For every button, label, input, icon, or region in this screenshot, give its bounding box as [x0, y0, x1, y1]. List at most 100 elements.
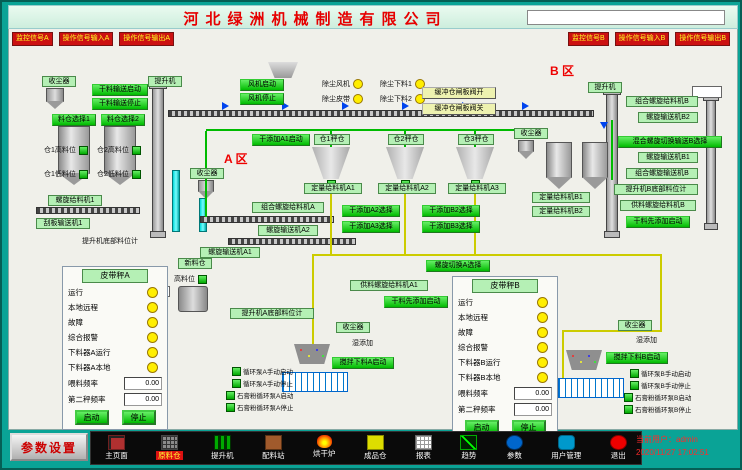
signal-right-2[interactable]: 操作信号输入B [614, 32, 670, 46]
screw-feeder-1-label: 螺旋给料机1 [48, 195, 102, 206]
toolbar-item-users[interactable]: 用户管理 [551, 435, 581, 460]
dust-discharge-1-indicator-label: 除尘下料1 [380, 81, 412, 88]
circ-pump-a-manual-start-button[interactable]: 循环泵A手动启动 [232, 366, 293, 376]
fan-start-button[interactable]: 风机启动 [240, 79, 284, 91]
feeder-a2-label: 定量给料机A2 [378, 183, 436, 194]
value-label: 第二秤频率 [68, 394, 106, 404]
silo2-high-level: 仓2高料位 [97, 145, 143, 155]
wet-add-a-label: 湿添加 [352, 340, 373, 347]
mix-screw-switch-b-select-button[interactable]: 混合螺旋切换输送B选择 [618, 136, 722, 148]
gypsum-pump-a-start-button[interactable]: 石膏粉循环泵A启动 [226, 390, 293, 400]
signal-left-1[interactable]: 监控信号A [12, 32, 53, 46]
mixer-b-discharge-start-button[interactable]: 搅拌下料B启动 [606, 352, 668, 364]
toolbar-item-dryer[interactable]: 烘干炉 [313, 435, 336, 458]
status-lamp [537, 312, 548, 323]
toolbar-item-exit[interactable]: 退出 [609, 435, 627, 460]
footer-info: 当前用户：admin 2020/11/27 17:02:51 [636, 433, 736, 459]
status-lamp [537, 372, 548, 383]
screw-switch-a-select-button[interactable]: 螺旋切换A选择 [426, 260, 490, 272]
toolbar-item-product[interactable]: 成品仓 [363, 435, 387, 460]
signal-left-3[interactable]: 操作信号输出A [119, 32, 175, 46]
buffer-gate-open-button[interactable]: 缓冲仓闸板阀开 [422, 87, 496, 99]
gypsum-pump-b-start-button[interactable]: 石膏粉循环泵B启动 [624, 392, 691, 402]
status-row: 下料器A本地 [68, 360, 162, 375]
gypsum-pump-b-stop-button[interactable]: 石膏粉循环泵B停止 [624, 404, 691, 414]
scraper-conveyor-1-label: 刮板输送机1 [36, 218, 90, 229]
new-silo-high-level: 高料位 [174, 274, 210, 284]
dryer-icon [316, 435, 332, 448]
status-label: 故障 [68, 318, 83, 327]
dry-pre-add-start-a-button[interactable]: 干料先添加启动 [384, 296, 448, 308]
status-square [624, 404, 633, 414]
current-user: admin [676, 435, 698, 444]
dust-collector-wet-a-label: 收尘器 [336, 322, 370, 333]
dry-feed-start-button[interactable]: 干料输送启动 [92, 84, 148, 96]
status-label: 综合报警 [458, 343, 488, 352]
screw-conveyor-b2-label: 螺旋输送机B2 [638, 112, 698, 123]
status-row: 运行 [458, 295, 552, 310]
status-row: 下料器B本地 [458, 370, 552, 385]
dry-feed-stop-button[interactable]: 干料输送停止 [92, 98, 148, 110]
settings-button[interactable]: 参数设置 [10, 433, 88, 461]
elevator-a [149, 81, 167, 238]
dry-pre-add-start-b-button[interactable]: 干料先添加启动 [626, 216, 690, 228]
page-title: 河北绿洲机械制造有限公司 [183, 11, 448, 28]
status-square [226, 402, 235, 412]
params-icon [505, 435, 523, 450]
silo1-high-level: 仓1高料位 [44, 145, 90, 155]
signal-left-2[interactable]: 操作信号输入A [58, 32, 114, 46]
scraper-conveyor-1 [36, 207, 140, 214]
main-conveyor [168, 110, 594, 117]
toolbar-item-params[interactable]: 参数 [505, 435, 523, 460]
buffer-gate-close-button[interactable]: 缓冲仓闸板阀关 [422, 103, 496, 115]
status-label: 运行 [68, 288, 83, 297]
silo-b1-cone [546, 177, 572, 189]
status-label: 本地远程 [458, 313, 488, 322]
trend-icon [460, 435, 478, 450]
toolbar-item-report[interactable]: 报表 [414, 435, 432, 460]
status-label: 综合报警 [68, 333, 98, 342]
signal-right-3[interactable]: 操作信号输出B [675, 32, 730, 46]
gypsum-pump-b-start-button-label: 石膏粉循环泵B启动 [635, 395, 692, 402]
mixer-a-discharge-start-button[interactable]: 搅拌下料A启动 [332, 357, 394, 369]
circ-pump-b-manual-start-button[interactable]: 循环泵B手动启动 [630, 368, 691, 378]
toolbar-item-plant[interactable]: 原料仓 [156, 435, 183, 460]
dry-add-b2-select-button[interactable]: 干添加B2选择 [422, 205, 480, 217]
dry-add-a1-start-button[interactable]: 干添加A1启动 [252, 134, 310, 146]
silo-select-2-button[interactable]: 料仓选择2 [101, 114, 145, 126]
status-lamp [147, 332, 158, 343]
elevator-b-boot [604, 231, 620, 238]
belt-scale-a-stop-button[interactable]: 停止 [121, 410, 156, 425]
signal-right-1[interactable]: 监控信号B [567, 32, 609, 46]
mixer-b [566, 350, 602, 370]
circ-pump-a-manual-stop-button[interactable]: 循环泵A手动停止 [232, 378, 293, 388]
signal-buttons-left: 监控信号A 操作信号输入A 操作信号输出A [12, 32, 175, 46]
dry-add-a2-select-button[interactable]: 干添加A2选择 [342, 205, 400, 217]
circ-pump-b-manual-stop-button[interactable]: 循环泵B手动停止 [630, 380, 691, 390]
status-lamp [147, 362, 158, 373]
dry-add-b3-select-button[interactable]: 干添加B3选择 [422, 221, 480, 233]
indicator-lamp [353, 94, 363, 104]
toolbar-item-label: 成品仓 [363, 451, 387, 460]
toolbar-item-trend[interactable]: 趋势 [460, 435, 478, 460]
dry-add-a3-select-button[interactable]: 干添加A3选择 [342, 221, 400, 233]
status-lamp [147, 317, 158, 328]
toolbar-item-batch[interactable]: 配料站 [262, 435, 285, 460]
elevator-c-boot [704, 223, 718, 230]
belt-scale-a-start-button[interactable]: 启动 [74, 410, 109, 425]
gypsum-pump-a-stop-button[interactable]: 石膏粉循环泵A停止 [226, 402, 293, 412]
fan-stop-button[interactable]: 风机停止 [240, 93, 284, 105]
toolbar-item-home[interactable]: 主页面 [105, 435, 128, 460]
silo-select-1-button[interactable]: 料仓选择1 [52, 114, 96, 126]
pipe-yellow-bin2 [404, 188, 406, 254]
toolbar-item-elevator[interactable]: 提升机 [211, 435, 234, 460]
status-label: 下料器B本地 [458, 373, 501, 382]
dust-collector-b-label: 收尘器 [514, 128, 548, 139]
scale-bin-2-label: 仓2秤仓 [388, 134, 424, 145]
silo-b2 [582, 142, 608, 189]
report-icon [414, 435, 432, 450]
